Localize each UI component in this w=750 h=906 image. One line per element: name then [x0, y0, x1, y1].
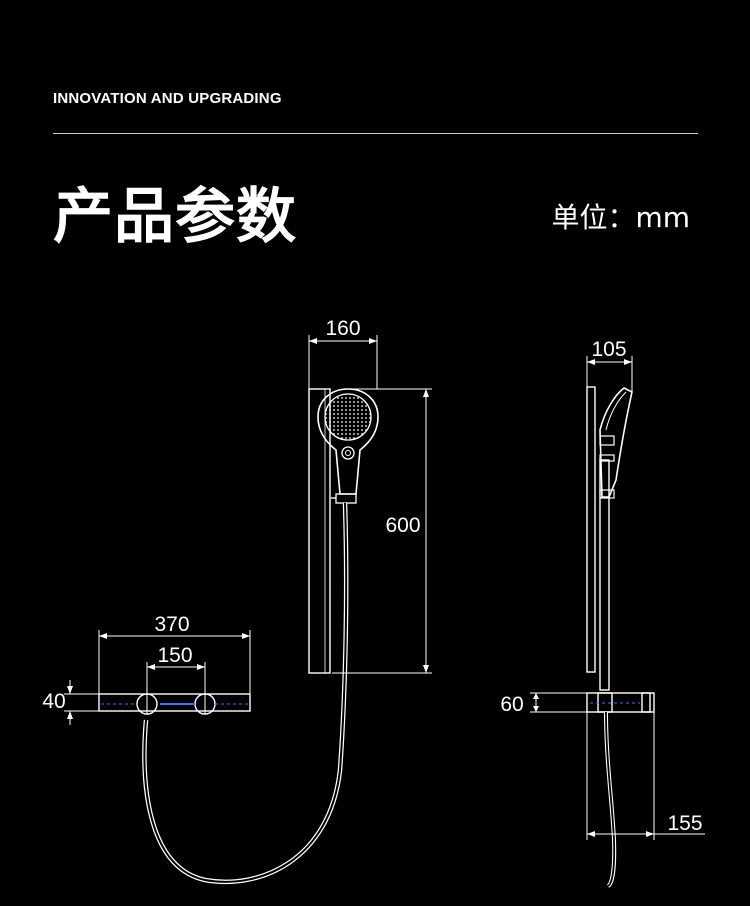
side-view: [530, 356, 705, 888]
thermostatic-valve: [98, 693, 251, 715]
side-valve: [586, 692, 655, 713]
hose-front: [142, 502, 349, 885]
dim-projection: 155: [667, 812, 702, 835]
dim-inlet-spacing: 150: [157, 644, 192, 667]
hand-shower: [317, 388, 379, 504]
dim-valve-width: 370: [154, 613, 189, 636]
header-divider: [53, 133, 698, 134]
unit-label: 单位：mm: [551, 201, 690, 234]
dim-valve-height: 40: [42, 690, 65, 713]
page-title: 产品参数: [53, 182, 297, 252]
slide-rail: [308, 388, 331, 674]
header-label: INNOVATION AND UPGRADING: [53, 90, 282, 107]
dim-head-width: 160: [325, 317, 360, 340]
dim-rail-height: 600: [385, 514, 420, 537]
hand-shower-side: [599, 387, 633, 499]
dim-valve-depth: 60: [500, 693, 523, 716]
front-view: [64, 335, 432, 885]
dim-rail-depth: 105: [591, 338, 626, 361]
side-rail: [586, 386, 596, 673]
